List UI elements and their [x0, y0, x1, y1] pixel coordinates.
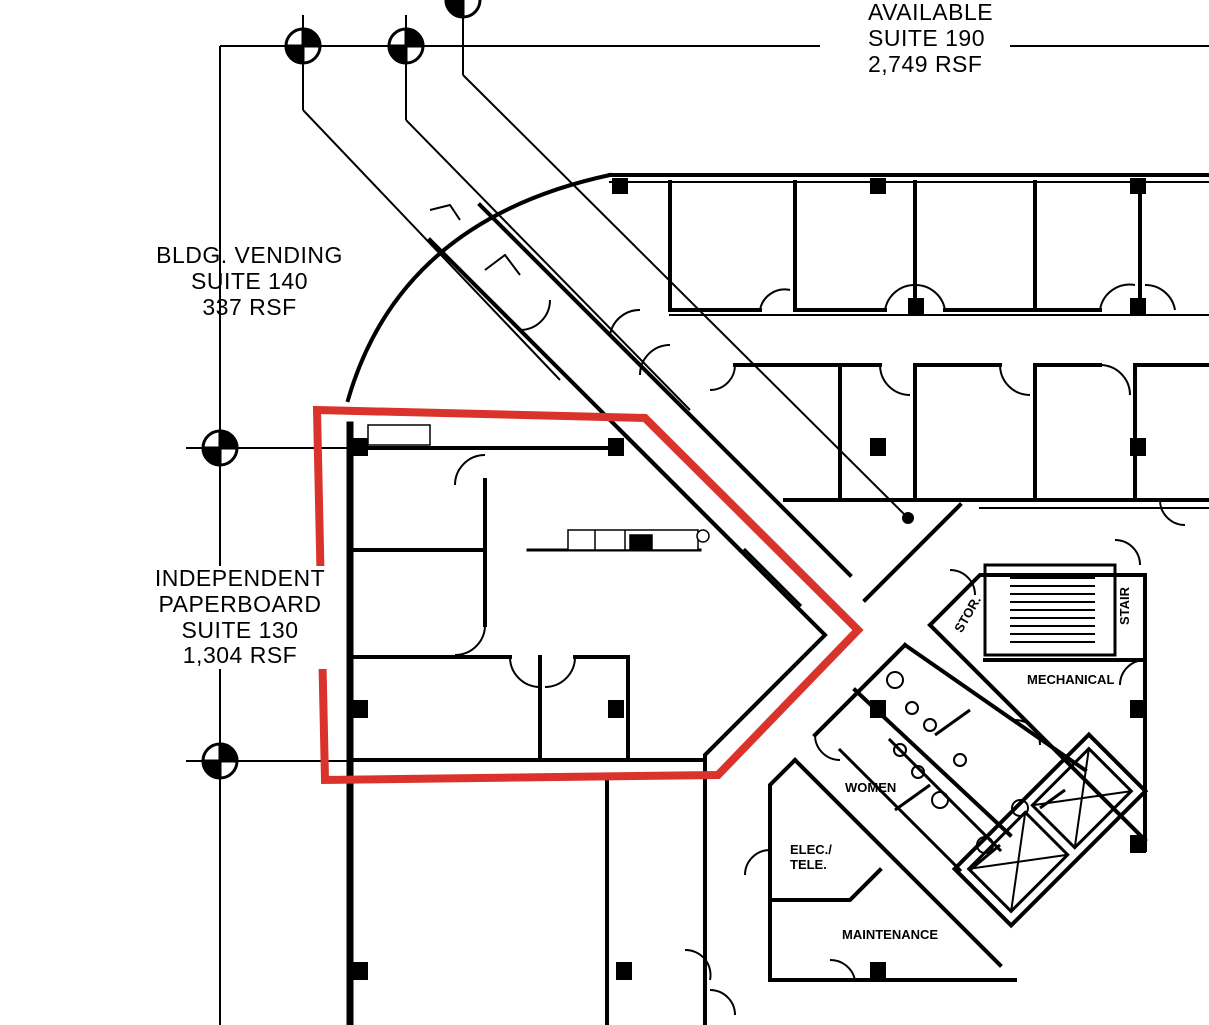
- room-label-elec: ELEC./: [790, 842, 832, 857]
- suite-130-tenant-line1: INDEPENDENT: [154, 565, 326, 591]
- suite-130-area: 1,304 RSF: [182, 642, 298, 669]
- stair-treads: [1010, 578, 1095, 642]
- grid-node-dot: [902, 512, 914, 524]
- room-label-mechanical: MECHANICAL: [1027, 672, 1115, 687]
- suite-140-tenant: BLDG. VENDING: [156, 242, 343, 268]
- suite-190-status: AVAILABLE: [868, 0, 994, 25]
- suite-130-label: INDEPENDENT PAPERBOARD SUITE 130 1,304 R…: [150, 565, 330, 669]
- restroom-fixtures: [887, 672, 1065, 870]
- structural-columns: [352, 178, 1146, 980]
- suite-190-label: AVAILABLE SUITE 190 2,749 RSF: [868, 0, 993, 77]
- suite-140-area: 337 RSF: [202, 293, 297, 320]
- grid-marker-icons: [203, 0, 480, 778]
- suite-130-highlight-outline: [312, 405, 864, 785]
- room-label-tele: TELE.: [790, 856, 827, 872]
- door-swings: [430, 205, 1185, 1015]
- grid-lines: [186, 0, 1209, 1025]
- walls: [348, 175, 1209, 1025]
- suite-130-tenant-line2: PAPERBOARD: [158, 590, 322, 617]
- room-label-women: WOMEN: [845, 780, 897, 795]
- suite-190-area: 2,749 RSF: [868, 50, 983, 77]
- room-label-stair: STAIR: [1117, 586, 1132, 625]
- suite-140-label: BLDG. VENDING SUITE 140 337 RSF: [147, 242, 352, 320]
- casework: [368, 425, 709, 550]
- suite-140-number: SUITE 140: [191, 267, 308, 294]
- suite-130-number: SUITE 130: [181, 616, 299, 643]
- room-label-maintenance: MAINTENANCE: [842, 927, 939, 942]
- room-label-elec-tele: ELEC./ TELE.: [790, 842, 832, 872]
- suite-190-number: SUITE 190: [868, 24, 985, 51]
